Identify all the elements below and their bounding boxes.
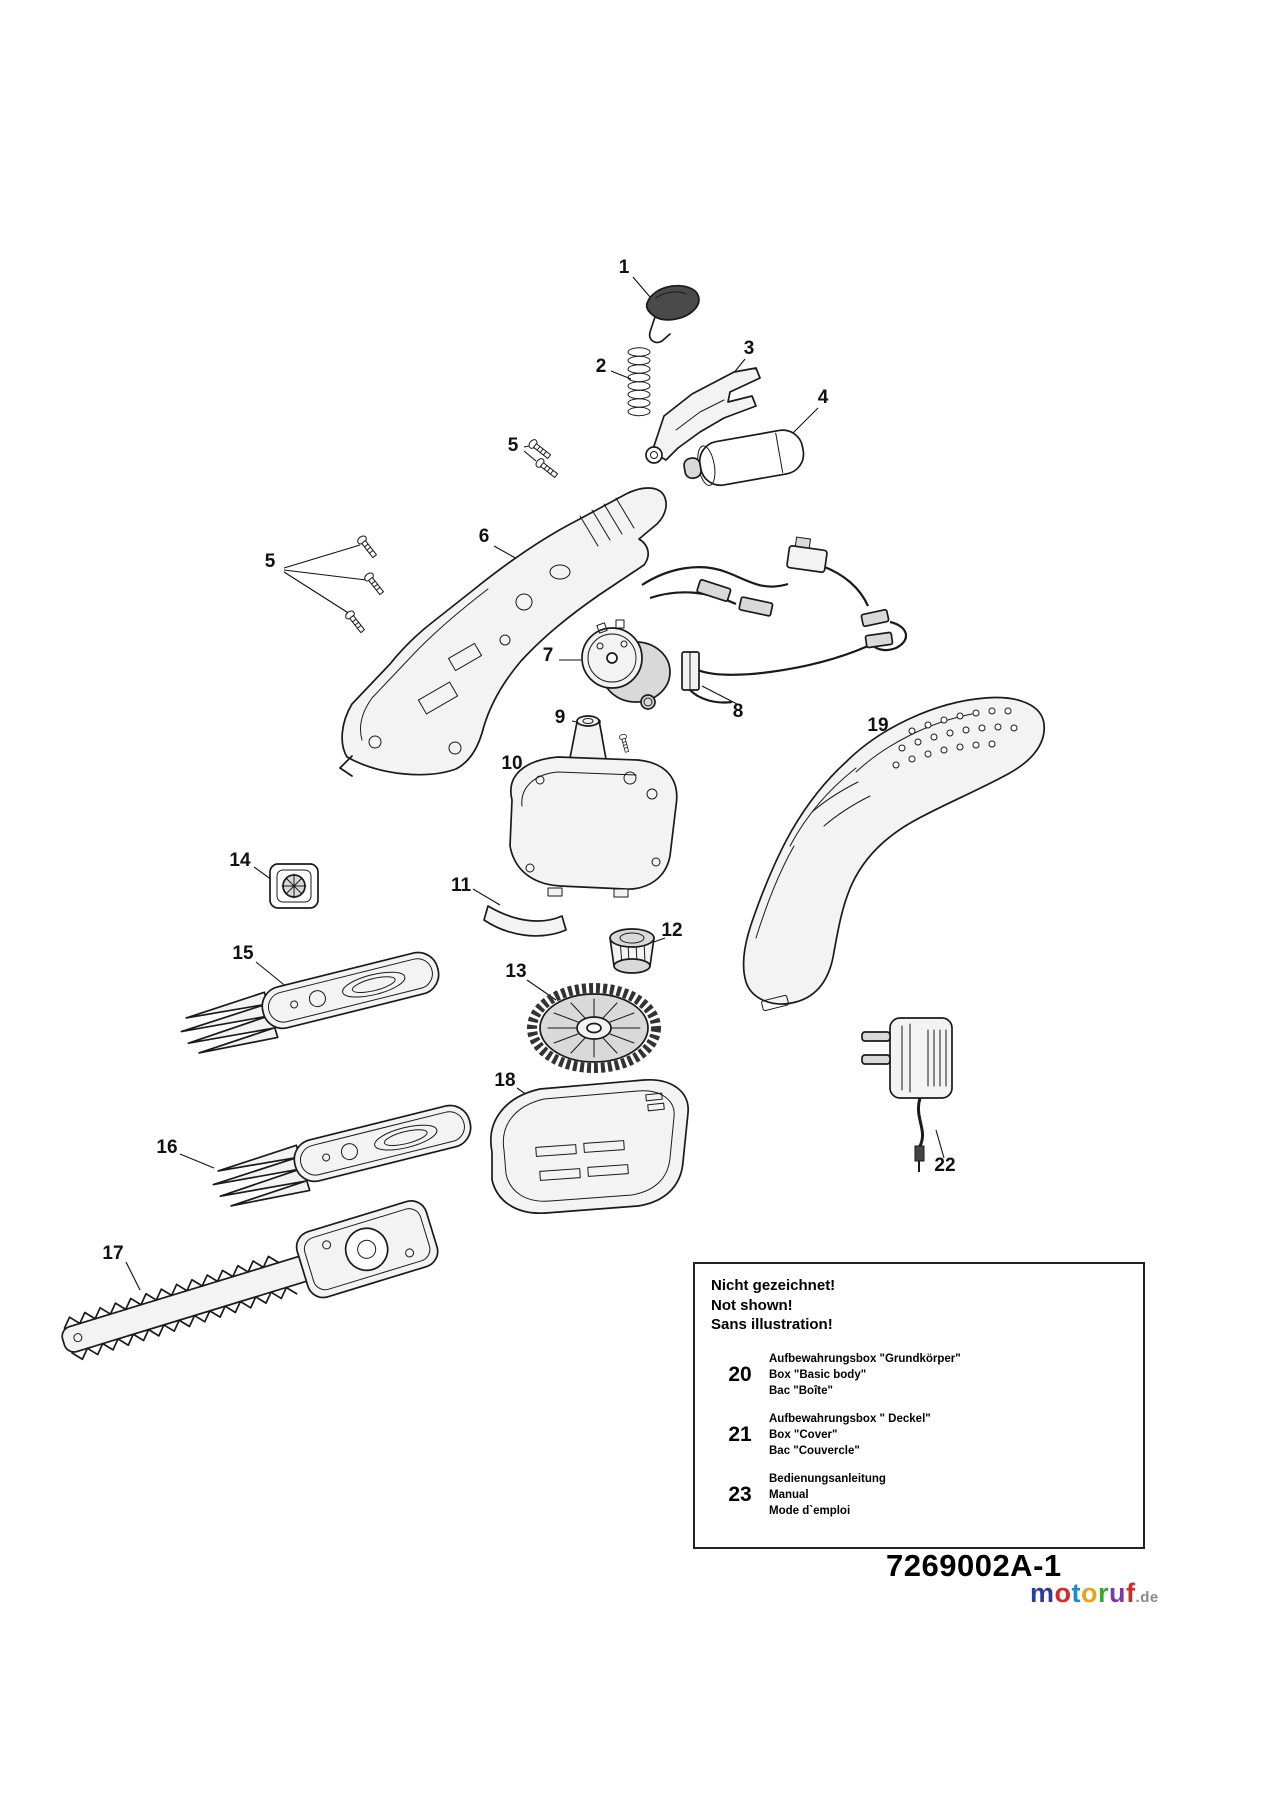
- part-callout-6: 6: [478, 526, 490, 547]
- part-callout-12: 12: [661, 920, 683, 941]
- not-shown-item-21: 21 Aufbewahrungsbox " Deckel"Box "Cover"B…: [711, 1411, 1127, 1459]
- brand-logo: motoruf.de: [1030, 1578, 1159, 1609]
- part-callout-8: 8: [732, 701, 744, 722]
- not-shown-item-number: 21: [728, 1422, 752, 1446]
- brand-logo-letters: motoruf: [1030, 1578, 1136, 1608]
- not-shown-items: 20 Aufbewahrungsbox "Grundkörper"Box "Bas…: [711, 1351, 1127, 1520]
- part-3-bracket: [645, 367, 761, 464]
- part-callout-7: 7: [542, 645, 554, 666]
- not-shown-item-text: Aufbewahrungsbox "Grundkörper"Box "Basic…: [769, 1352, 961, 1397]
- not-shown-header-line: Sans illustration!: [711, 1316, 833, 1333]
- part-15-grass-blade: [175, 947, 446, 1061]
- part-callout-5: 5: [507, 435, 519, 456]
- not-shown-box: Nicht gezeichnet! Not shown! Sans illustra…: [693, 1262, 1145, 1550]
- part-callout-13: 13: [505, 961, 527, 982]
- part-callout-22: 22: [934, 1155, 956, 1176]
- part-7-motor: [581, 619, 671, 710]
- part-callout-3: 3: [743, 338, 755, 359]
- not-shown-item-number: 23: [728, 1483, 752, 1507]
- not-shown-header-line: Nicht gezeichnet!: [711, 1277, 836, 1294]
- part-12-knurled-knob: [609, 928, 655, 974]
- document-part-number: 7269002A-1: [886, 1548, 1062, 1583]
- part-callout-17: 17: [102, 1243, 124, 1264]
- not-shown-item-20: 20 Aufbewahrungsbox "Grundkörper"Box "Bas…: [711, 1351, 1127, 1399]
- brand-logo-suffix: .de: [1135, 1589, 1159, 1606]
- part-19-handle-housing: [742, 696, 1045, 1012]
- not-shown-item-text: Aufbewahrungsbox " Deckel"Box "Cover"Bac…: [769, 1412, 931, 1457]
- part-18-cover-plate: [490, 1079, 689, 1214]
- part-8-wiring-harness: [641, 536, 907, 704]
- part-11-curved-strip: [483, 905, 567, 937]
- part-10-gearbox-housing: [509, 715, 678, 898]
- part-14-grommet: [269, 863, 319, 909]
- part-callout-2: 2: [595, 356, 607, 377]
- part-callout-11: 11: [450, 875, 472, 896]
- part-17-hedge-blade: [61, 1200, 439, 1361]
- part-callout-19: 19: [867, 715, 889, 736]
- part-16-grass-blade: [207, 1100, 478, 1214]
- part-callout-1: 1: [618, 257, 630, 278]
- part-1-trigger-button: [645, 284, 700, 344]
- not-shown-header-line: Not shown!: [711, 1296, 793, 1314]
- part-2-spring: [627, 347, 651, 417]
- part-callout-5: 5: [264, 551, 276, 572]
- not-shown-headers: Nicht gezeichnet! Not shown! Sans illustra…: [711, 1276, 1127, 1335]
- part-callout-14: 14: [229, 850, 251, 871]
- part-callout-15: 15: [232, 943, 254, 964]
- part-callout-16: 16: [156, 1137, 178, 1158]
- not-shown-item-number: 20: [728, 1362, 752, 1386]
- part-callout-4: 4: [817, 387, 829, 408]
- part-callout-18: 18: [494, 1070, 516, 1091]
- part-callout-10: 10: [501, 753, 523, 774]
- part-4-battery-cell: [683, 429, 805, 487]
- part-callout-9: 9: [554, 707, 566, 728]
- part-22-charger: [861, 1017, 953, 1172]
- part-6-upper-housing: [339, 487, 667, 777]
- part-13-gear-wheel: [527, 983, 661, 1073]
